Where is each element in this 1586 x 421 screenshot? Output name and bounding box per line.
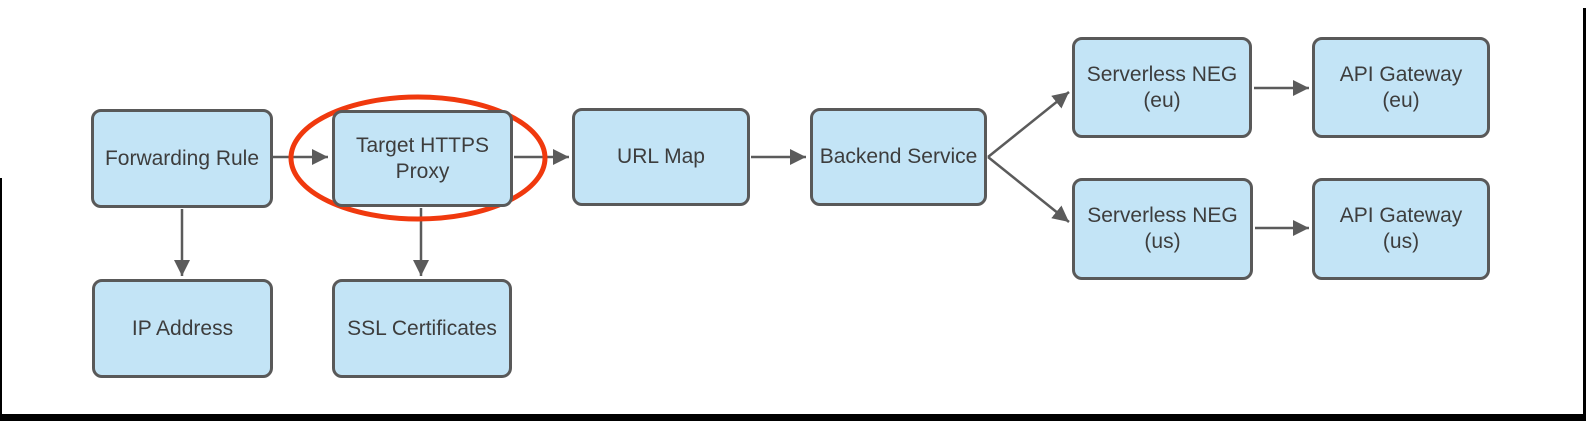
node-label-line2: (eu)	[1143, 88, 1181, 112]
node-serverless-neg-eu: Serverless NEG (eu)	[1072, 37, 1252, 138]
node-label-line1: API Gateway	[1339, 62, 1463, 86]
node-label: Backend Service	[819, 145, 978, 168]
node-label-line1: API Gateway	[1339, 204, 1463, 227]
node-label-line2: (us)	[1144, 230, 1181, 253]
node-label: IP Address	[131, 316, 234, 340]
node-ip-address: IP Address	[92, 279, 273, 378]
node-label: SSL Certificates	[347, 316, 497, 340]
frame-right-edge	[1583, 8, 1586, 421]
frame-left-edge	[0, 178, 2, 421]
node-label-line1: Target HTTPS	[355, 133, 490, 157]
highlight-ellipse	[288, 94, 548, 222]
node-forwarding-rule: Forwarding Rule	[91, 109, 273, 208]
node-target-https-proxy: Target HTTPS Proxy	[332, 110, 513, 207]
node-api-gateway-us: API Gateway (us)	[1312, 178, 1490, 280]
node-label-line2: (us)	[1382, 230, 1420, 253]
arrow-backend-service-to-serverless-neg-us	[987, 156, 1070, 223]
node-backend-service: Backend Service	[810, 108, 987, 206]
arrow-backend-service-to-serverless-neg-eu	[987, 91, 1070, 158]
node-label-line1: Serverless NEG	[1086, 62, 1238, 86]
node-api-gateway-eu: API Gateway (eu)	[1312, 37, 1490, 138]
node-ssl-certificates: SSL Certificates	[332, 279, 512, 378]
node-label: Forwarding Rule	[104, 146, 260, 170]
frame-bottom-edge	[0, 414, 1586, 421]
node-label-line2: Proxy	[395, 159, 450, 183]
node-label-line2: (eu)	[1382, 88, 1420, 112]
node-url-map: URL Map	[572, 108, 750, 206]
node-label-line1: Serverless NEG	[1087, 204, 1238, 227]
node-serverless-neg-us: Serverless NEG (us)	[1072, 178, 1253, 280]
node-label: URL Map	[617, 145, 705, 168]
